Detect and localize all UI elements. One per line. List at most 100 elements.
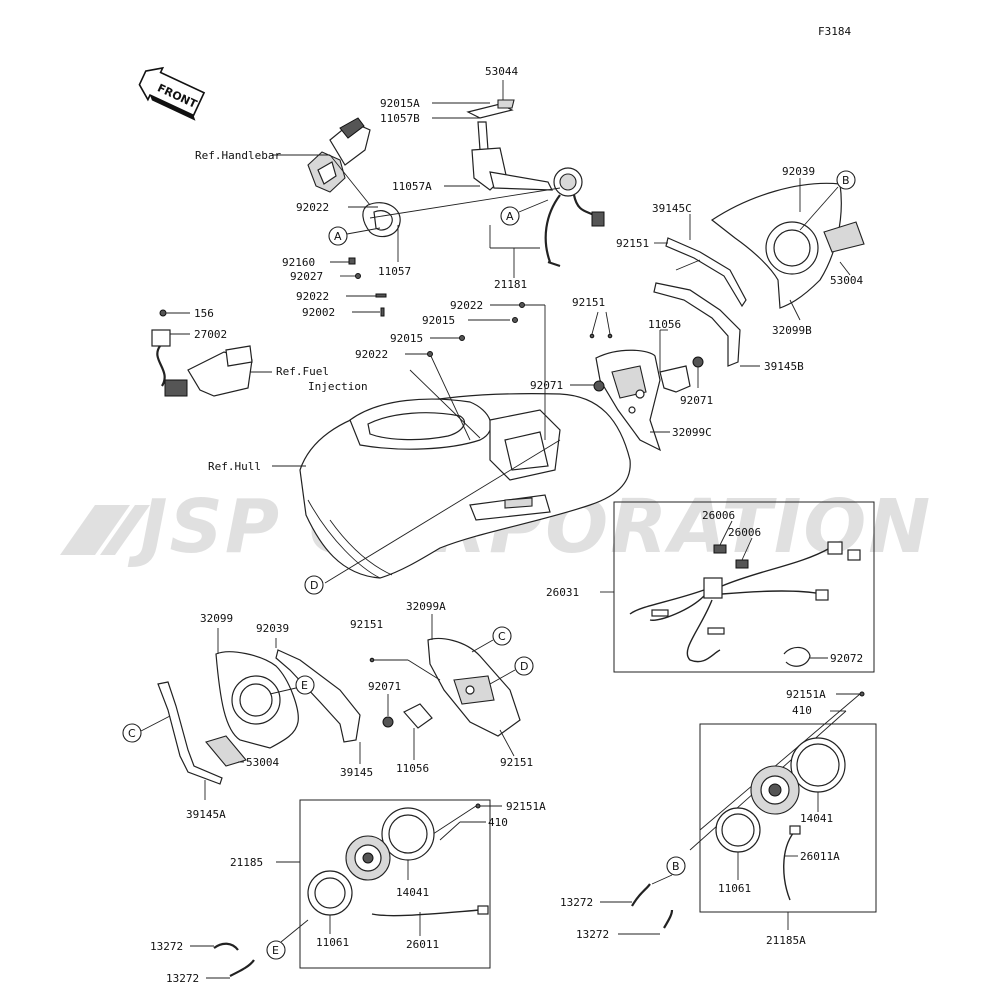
label-26031: 26031 [546, 586, 579, 599]
label-92022-b: 92022 [296, 290, 329, 303]
label-21185A: 21185A [766, 934, 806, 947]
label-39145A: 39145A [186, 808, 226, 821]
handlebar-switch-assembly [307, 117, 401, 238]
label-39145B: 39145B [764, 360, 804, 373]
label-92015A: 92015A [380, 97, 420, 110]
speaker-mount-13272-right: B [600, 856, 686, 935]
speaker-cover-lower-left: C E [122, 628, 361, 800]
label-92151-m1: 92151 [350, 618, 383, 631]
label-21185: 21185 [230, 856, 263, 869]
front-arrow-icon: FRONT [138, 66, 206, 121]
trim-strip-39145C [654, 214, 747, 308]
hull-body [299, 393, 631, 579]
label-92151A-r: 92151A [786, 688, 826, 701]
label-92071-m: 92071 [368, 680, 401, 693]
label-ref-handlebar: Ref.Handlebar [195, 149, 281, 162]
label-53004-l: 53004 [246, 756, 279, 769]
mirror-stem-assembly [466, 99, 605, 268]
label-156: 156 [194, 307, 214, 320]
label-27002: 27002 [194, 328, 227, 341]
svg-text:A: A [334, 230, 342, 243]
svg-text:B: B [672, 860, 680, 873]
svg-text:D: D [520, 660, 528, 673]
speaker-mount-13272-left: E [190, 919, 309, 979]
speaker-kit-21185A [689, 691, 877, 930]
label-11056-m: 11056 [396, 762, 429, 775]
panel-32099C [595, 349, 670, 452]
label-410-l: 410 [488, 816, 508, 829]
label-13272-l2: 13272 [166, 972, 199, 985]
fasteners-92151-r2 [589, 311, 613, 392]
label-92071-r2: 92071 [680, 394, 713, 407]
leaders-top-center [272, 80, 561, 313]
label-32099: 32099 [200, 612, 233, 625]
watermark-logo-mark [60, 505, 150, 555]
svg-text:C: C [128, 727, 136, 740]
label-32099A: 32099A [406, 600, 446, 613]
label-26011: 26011 [406, 938, 439, 951]
label-14041-l: 14041 [396, 886, 429, 899]
trim-strip-39145B [653, 282, 760, 367]
label-92015-c: 92015 [422, 314, 455, 327]
label-26006-b: 26006 [728, 526, 761, 539]
panel-32099A: C D [427, 614, 534, 737]
label-92071-r1: 92071 [530, 379, 563, 392]
fuel-injection-bracket [151, 309, 272, 397]
leaders-hull [324, 304, 595, 584]
label-92151-r1: 92151 [616, 237, 649, 250]
label-53004-r: 53004 [830, 274, 863, 287]
label-32099C: 32099C [672, 426, 712, 439]
bracket-11056-mid [369, 657, 515, 760]
label-ref-hull: Ref.Hull [208, 460, 261, 473]
label-92151-m2: 92151 [500, 756, 533, 769]
label-92002: 92002 [302, 306, 335, 319]
label-26006-a: 26006 [702, 509, 735, 522]
label-32099B: 32099B [772, 324, 812, 337]
label-92022-top: 92022 [296, 201, 329, 214]
small-hardware-top [348, 257, 387, 317]
label-11061-r: 11061 [718, 882, 751, 895]
speaker-cover-right-top: B [710, 170, 865, 321]
label-11061-l: 11061 [316, 936, 349, 949]
label-21181: 21181 [494, 278, 527, 291]
svg-text:A: A [506, 210, 514, 223]
label-14041-r: 14041 [800, 812, 833, 825]
label-13272-l1: 13272 [150, 940, 183, 953]
harness-box [600, 501, 875, 673]
label-92022-d: 92022 [355, 348, 388, 361]
label-26011A: 26011A [800, 850, 840, 863]
callout-a-left: A [328, 226, 381, 246]
svg-text:C: C [498, 630, 506, 643]
label-92027: 92027 [290, 270, 323, 283]
label-13272-r1: 13272 [560, 896, 593, 909]
callout-a-right: A [500, 199, 549, 226]
hull-fasteners [427, 302, 525, 357]
svg-text:E: E [272, 944, 279, 957]
label-92022-c: 92022 [450, 299, 483, 312]
label-92039-l: 92039 [256, 622, 289, 635]
label-11057A: 11057A [392, 180, 432, 193]
figure-code: F3184 [818, 25, 851, 38]
label-39145C: 39145C [652, 202, 692, 215]
label-92151-r2: 92151 [572, 296, 605, 309]
speaker-kit-21185 [276, 799, 502, 969]
label-92039-r: 92039 [782, 165, 815, 178]
label-92015-d: 92015 [390, 332, 423, 345]
label-410-r: 410 [792, 704, 812, 717]
svg-text:B: B [842, 174, 850, 187]
label-11057B: 11057B [380, 112, 420, 125]
label-13272-r2: 13272 [576, 928, 609, 941]
label-92072: 92072 [830, 652, 863, 665]
label-39145: 39145 [340, 766, 373, 779]
label-11057: 11057 [378, 265, 411, 278]
label-92151A-l: 92151A [506, 800, 546, 813]
bracket-11056-right [659, 329, 704, 393]
label-53044: 53044 [485, 65, 518, 78]
svg-text:E: E [301, 679, 308, 692]
label-92160: 92160 [282, 256, 315, 269]
label-ref-fuel-1: Ref.Fuel [276, 365, 329, 378]
label-ref-fuel-2: Injection [308, 380, 368, 393]
callout-d-hull: D [304, 575, 324, 595]
svg-text:D: D [310, 579, 318, 592]
